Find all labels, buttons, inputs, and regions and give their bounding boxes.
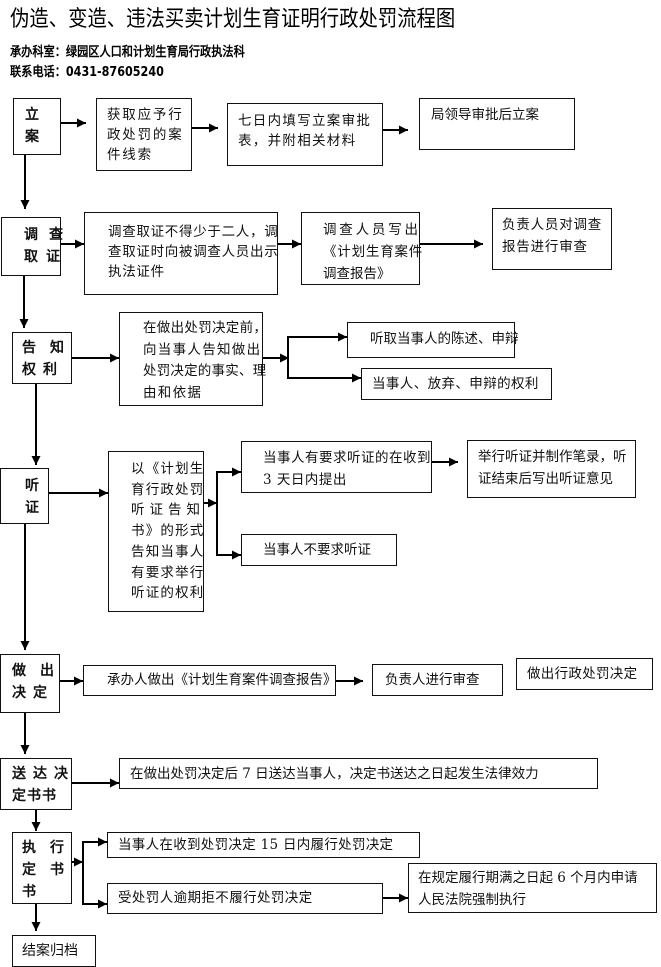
filing-approval-box: 局领导审批后立案 bbox=[419, 98, 575, 150]
decision-final-box: 做出行政处罚决定 bbox=[516, 658, 653, 690]
stage-label-line: 做出 bbox=[12, 663, 68, 679]
stage-delivery: 送达决 定书书 bbox=[0, 758, 72, 810]
stage-label-line: 调查 bbox=[24, 227, 74, 243]
stage-label-line: 案 bbox=[25, 129, 39, 145]
phone-info: 联系电话：0431-87605240 bbox=[10, 65, 164, 80]
box-text-line: 听证的权利 bbox=[131, 585, 205, 602]
filing-form-box: 七日内填写立案审批 表，并附相关材料 bbox=[227, 103, 383, 166]
decision-review-box: 负责人进行审查 bbox=[372, 664, 503, 696]
box-text-line: 举行听证并制作笔录，听 bbox=[478, 449, 627, 465]
stage-label-line: 立 bbox=[25, 107, 39, 123]
stage-decision: 做出 决定 bbox=[0, 654, 60, 713]
stage-label-line: 决定 bbox=[12, 685, 54, 701]
stage-notification: 告知 权利 bbox=[12, 332, 72, 384]
box-text-line: 由和依据 bbox=[143, 384, 203, 401]
investigation-report-box: 调查人员写出 《计划生育案件 调查报告》 bbox=[301, 212, 424, 285]
stage-label-line: 定书书 bbox=[12, 788, 57, 804]
investigation-review-box: 负责人员对调查 报告进行审查 bbox=[492, 208, 612, 270]
stage-label-line: 权利 bbox=[22, 362, 64, 378]
box-text-line: 调查人员写出 bbox=[323, 222, 421, 238]
box-text-line: 人民法院强制执行 bbox=[418, 892, 526, 908]
stage-label-line: 听 bbox=[25, 478, 39, 494]
execution-refuse-box: 受处罚人逾期拒不履行处罚决定 bbox=[107, 883, 383, 914]
stage-label-line: 告知 bbox=[22, 340, 78, 356]
box-text-line: 当事人不要求听证 bbox=[263, 542, 371, 558]
box-text-line: 3 天日内提出 bbox=[263, 472, 347, 488]
page-title: 伪造、变造、违法买卖计划生育证明行政处罚流程图 bbox=[10, 7, 456, 32]
box-text-line: 负责人进行审查 bbox=[385, 672, 480, 688]
box-text-line: 受处罚人逾期拒不履行处罚决定 bbox=[118, 890, 313, 906]
box-text-line: 当事人、放弃、申辩的权利 bbox=[372, 376, 539, 392]
decision-report-box: 承办人做出《计划生育案件调查报告》 bbox=[83, 665, 337, 696]
box-text-line: 有要求举行 bbox=[131, 564, 205, 581]
box-text-line: 听取当事人的陈述、申辩 bbox=[370, 331, 519, 347]
stage-investigation: 调查 取证 bbox=[1, 217, 74, 276]
box-text-line: 处罚决定的事实、理 bbox=[143, 363, 267, 379]
box-text-line: 负责人员对调查 bbox=[502, 217, 603, 233]
execution-court-box: 在规定履行期满之日起 6 个月内申请 人民法院强制执行 bbox=[408, 863, 657, 913]
filing-clue-box: 获取应予行 政处罚的案 件线索 bbox=[96, 98, 192, 171]
box-text-line: 结案归档 bbox=[22, 943, 78, 959]
box-text-line: 以《计划生 bbox=[131, 461, 205, 477]
notification-waiver-box: 当事人、放弃、申辩的权利 bbox=[361, 368, 552, 400]
box-text-line: 政处罚的案 bbox=[107, 127, 184, 143]
box-text-line: 表，并附相关材料 bbox=[238, 133, 357, 149]
stage-filing: 立 案 bbox=[13, 98, 61, 155]
department-info: 承办科室：绿园区人口和计划生育局行政执法科 bbox=[10, 45, 245, 60]
box-text-line: 做出行政处罚决定 bbox=[527, 666, 638, 682]
box-text-line: 向当事人告知做出 bbox=[143, 341, 262, 358]
hearing-request-box: 当事人有要求听证的在收到 3 天日内提出 bbox=[241, 441, 432, 493]
box-text-line: 在做出处罚决定前， bbox=[143, 320, 268, 336]
box-text-line: 《计划生育案件 bbox=[323, 244, 424, 260]
box-text-line: 听证告知 bbox=[131, 502, 205, 519]
stage-label-line: 书 bbox=[22, 884, 36, 900]
box-text-line: 执法证件 bbox=[108, 264, 165, 280]
delivery-rule-box: 在做出处罚决定后 7 日送达当事人，决定书送达之日起发生法律效力 bbox=[119, 758, 598, 789]
box-text-line: 查取证时向被调查人员出示 bbox=[108, 244, 279, 260]
notification-content-box: 在做出处罚决定前， 向当事人告知做出 处罚决定的事实、理 由和依据 bbox=[119, 312, 268, 406]
stage-hearing: 听 证 bbox=[0, 468, 49, 524]
box-text-line: 局领导审批后立案 bbox=[431, 107, 539, 123]
box-text-line: 件线索 bbox=[107, 147, 153, 163]
stage-label-line: 送达决 bbox=[12, 766, 75, 782]
box-text-line: 当事人有要求听证的在收到 bbox=[263, 450, 431, 466]
execution-comply-box: 当事人在收到处罚决定 15 日内履行处罚决定 bbox=[107, 832, 420, 858]
hearing-held-box: 举行听证并制作笔录，听 证结束后写出听证意见 bbox=[467, 440, 636, 498]
stage-execution: 执行 定书 书 bbox=[12, 832, 72, 904]
investigation-rule-box: 调查取证不得少于二人，调 查取证时向被调查人员出示 执法证件 bbox=[84, 212, 278, 295]
box-text-line: 育行政处罚 bbox=[131, 481, 205, 498]
stage-label-line: 证 bbox=[25, 500, 39, 516]
box-text-line: 获取应予行 bbox=[107, 107, 184, 123]
box-text-line: 告知当事人 bbox=[131, 543, 205, 560]
notification-statement-box: 听取当事人的陈述、申辩 bbox=[347, 322, 519, 358]
hearing-notice-box: 以《计划生 育行政处罚 听证告知 书》的形式 告知当事人 有要求举行 听证的权利 bbox=[108, 451, 204, 612]
hearing-none-box: 当事人不要求听证 bbox=[241, 534, 397, 566]
stage-label-line: 执行 bbox=[22, 840, 78, 856]
box-text-line: 在做出处罚决定后 7 日送达当事人，决定书送达之日起发生法律效力 bbox=[130, 766, 539, 782]
box-text-line: 证结束后写出听证意见 bbox=[478, 471, 613, 487]
stage-label-line: 定书 bbox=[22, 862, 78, 878]
box-text-line: 七日内填写立案审批 bbox=[238, 113, 372, 129]
box-text-line: 调查报告》 bbox=[323, 266, 391, 282]
box-text-line: 当事人在收到处罚决定 15 日内履行处罚决定 bbox=[118, 837, 394, 853]
box-text-line: 承办人做出《计划生育案件调查报告》 bbox=[107, 672, 337, 688]
archive-box: 结案归档 bbox=[12, 935, 96, 967]
box-text-line: 在规定履行期满之日起 6 个月内申请 bbox=[418, 870, 638, 886]
box-text-line: 书》的形式 bbox=[131, 523, 205, 540]
box-text-line: 调查取证不得少于二人，调 bbox=[108, 224, 279, 240]
box-text-line: 报告进行审查 bbox=[502, 239, 588, 255]
stage-label-line: 取证 bbox=[24, 249, 68, 265]
